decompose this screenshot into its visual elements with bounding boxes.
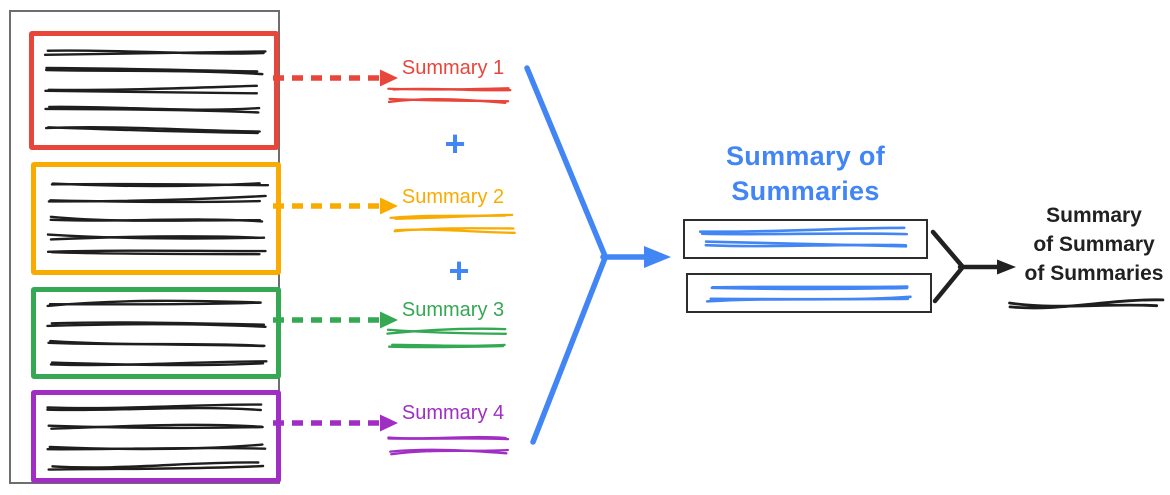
document-1-text-scribbles bbox=[43, 49, 267, 135]
summary-4-label: Summary 4 bbox=[401, 402, 505, 424]
final-summary-title-line3: of Summaries bbox=[1024, 262, 1164, 285]
document-box-2 bbox=[31, 162, 281, 275]
summary-of-summaries-title: Summary of Summaries bbox=[683, 139, 928, 209]
plus-sign-1: + bbox=[444, 123, 466, 164]
summary-box-1-scribbles bbox=[698, 226, 909, 248]
source-documents-stack bbox=[9, 10, 281, 484]
document-4-text-scribbles bbox=[46, 403, 267, 471]
document-box-4 bbox=[31, 390, 281, 483]
document-box-3 bbox=[31, 287, 281, 379]
document-2-text-scribbles bbox=[46, 182, 270, 256]
summary-3-label: Summary 3 bbox=[401, 299, 505, 321]
summary-of-summaries-title-line2: Summaries bbox=[731, 176, 880, 206]
final-summary-title-line1: Summary bbox=[1046, 204, 1142, 227]
summary-2-label: Summary 2 bbox=[401, 186, 505, 208]
plus-sign-2: + bbox=[448, 250, 470, 291]
summary-1-label: Summary 1 bbox=[401, 57, 505, 79]
document-box-1 bbox=[29, 31, 279, 150]
summary-of-summaries-box-2 bbox=[686, 273, 932, 313]
final-summary-title-line2: of Summary bbox=[1033, 233, 1155, 256]
summary-box-2-scribbles bbox=[705, 285, 912, 303]
final-summary-title: Summary of Summary of Summaries bbox=[1008, 201, 1170, 288]
document-3-text-scribbles bbox=[46, 299, 268, 367]
summary-of-summaries-title-line1: Summary of bbox=[725, 141, 886, 171]
summary-of-summaries-box-1 bbox=[683, 219, 928, 259]
